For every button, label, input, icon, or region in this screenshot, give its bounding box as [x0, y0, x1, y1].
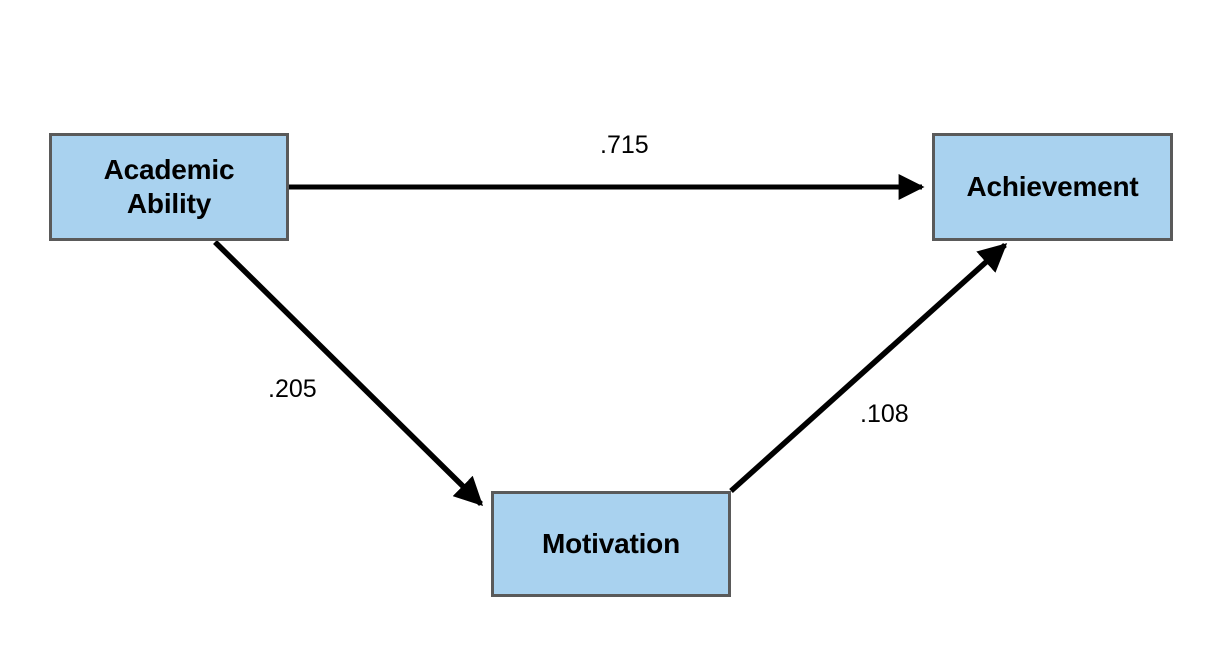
edge-label-ability-to-motivation: .205: [268, 375, 317, 403]
node-achievement-label: Achievement: [966, 170, 1139, 202]
edge-ability-to-motivation: [213, 240, 484, 507]
node-achievement[interactable]: Achievement: [932, 133, 1173, 241]
node-academic-ability-label: Academic Ability: [103, 153, 235, 219]
edge-motivation-to-achievement: [729, 242, 1008, 494]
edge-label-ability-to-achievement: .715: [600, 131, 649, 159]
node-motivation[interactable]: Motivation: [491, 491, 731, 597]
node-motivation-label: Motivation: [542, 527, 680, 559]
edge-label-motivation-to-achievement: .108: [860, 400, 909, 428]
node-academic-ability[interactable]: Academic Ability: [49, 133, 289, 241]
